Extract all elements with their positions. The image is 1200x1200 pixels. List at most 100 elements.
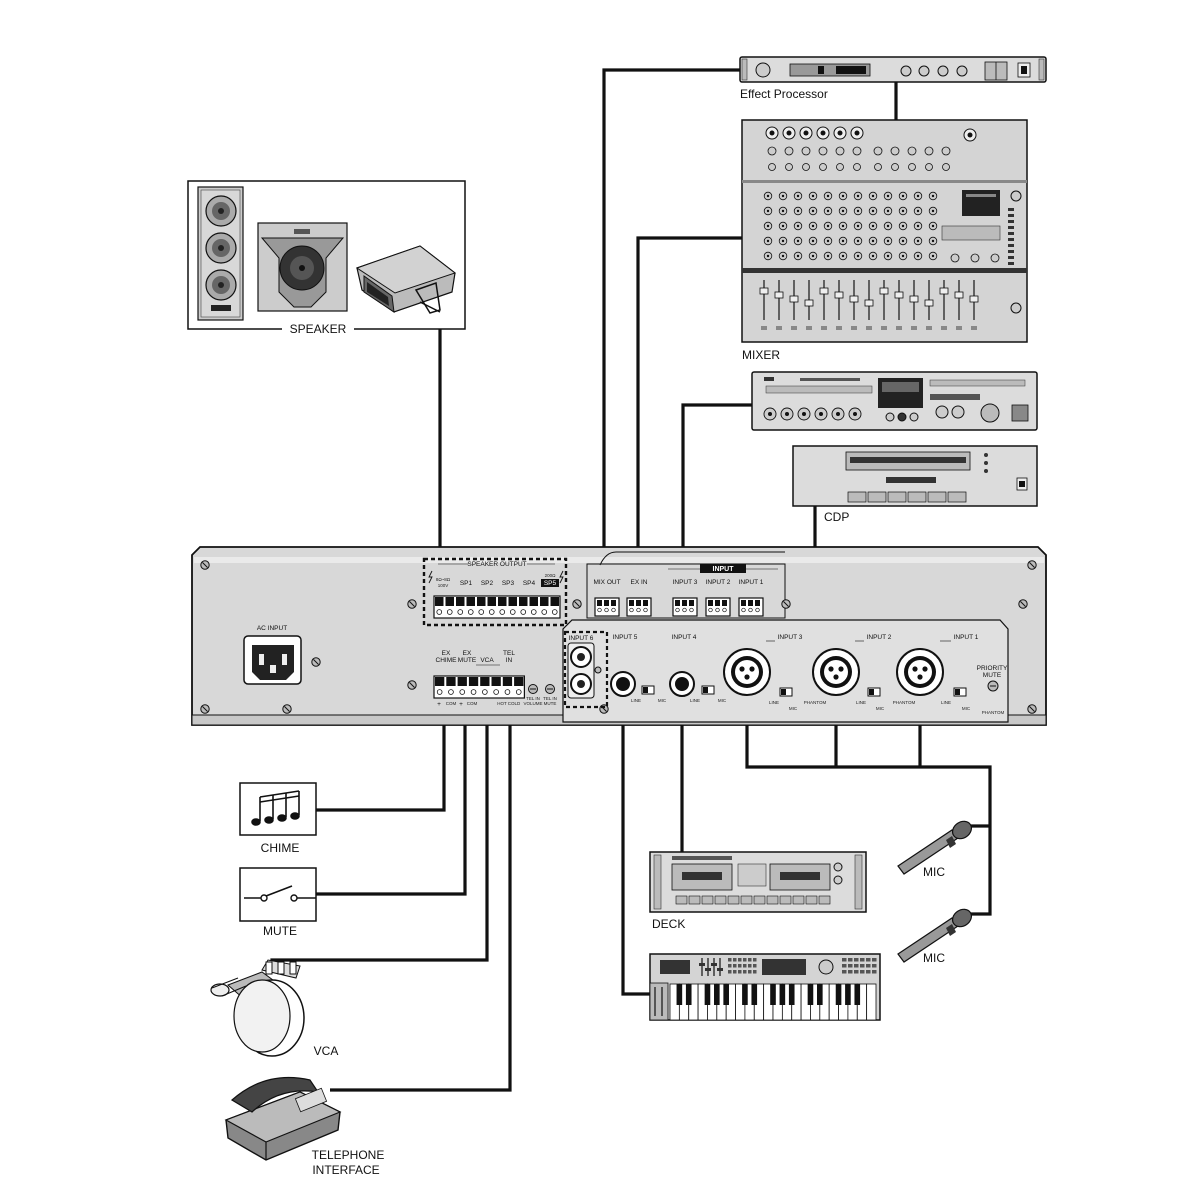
impedance-low-label: 8Ω~8Ω (436, 577, 451, 582)
wire-mixout-effect (602, 68, 740, 604)
mixer-xlr-core (786, 130, 792, 136)
line-block-screw (643, 607, 648, 613)
mic-label-in5: MIC (658, 698, 667, 703)
sp5-label: SP5 (544, 580, 557, 587)
speaker-terminal-screw (509, 609, 516, 615)
mixer-knob-dot (781, 239, 785, 243)
telephone-label-line1: TELEPHONE (312, 1148, 385, 1162)
mixer-jack (890, 146, 900, 156)
line-block-screw (682, 607, 687, 613)
speaker-group (187, 180, 466, 330)
mixer-fader-btn (881, 326, 887, 330)
deck-button (714, 895, 727, 905)
ex-chime-line2: CHIME (436, 657, 458, 664)
mixer-xlr-core (803, 130, 809, 136)
tel-in-mute-line2: MUTE (544, 701, 557, 706)
kb-button (748, 964, 752, 968)
line-block-cell (741, 600, 746, 606)
input-group-label: INPUT (713, 566, 735, 573)
cdp-button (867, 491, 887, 503)
line-block-screw (741, 607, 746, 613)
speaker-terminal-screw (541, 609, 548, 615)
mixer-fader-cap (864, 299, 874, 307)
slide-switch-knob (703, 687, 708, 693)
xlr-pin (922, 666, 928, 672)
mixer-knob-dot (871, 239, 875, 243)
mixer-knob-dot (871, 254, 875, 258)
effect-processor-label: Effect Processor (740, 87, 828, 101)
wire-exin-mixer (636, 236, 742, 604)
term-plus-2: + (459, 701, 463, 708)
mixer-knob-dot (826, 224, 830, 228)
mixer-knob-dot (841, 194, 845, 198)
line-block-cell (643, 600, 648, 606)
chime-label: CHIME (261, 841, 300, 855)
mixer-fader-btn (971, 326, 977, 330)
tel-in-line1: TEL (503, 650, 515, 657)
deck-button (818, 895, 831, 905)
keyboard (649, 953, 881, 1021)
mixer-fader-cap (924, 299, 934, 307)
screw-slot (1029, 562, 1035, 568)
mixer-xlr-core (967, 132, 973, 138)
mixer-fader-cap (879, 287, 889, 295)
screw-slot (313, 659, 319, 665)
speaker-label: SPEAKER (290, 322, 347, 336)
mixer-fader-cap (834, 291, 844, 299)
mixer-knob-dot (931, 239, 935, 243)
xlr-face (735, 660, 759, 684)
kb-black-key (807, 984, 814, 1005)
mixer-jack (907, 146, 917, 156)
kb-button (738, 958, 742, 962)
mixer-knob-dot (796, 224, 800, 228)
mixer-knob-dot (856, 239, 860, 243)
sp1-label: SP1 (460, 580, 473, 587)
speaker-output: SPEAKER OUTPUT 8Ω~8Ω 100V 200Ω SP1 SP2 S… (422, 557, 568, 627)
kb-button (743, 964, 747, 968)
line-block-screw (755, 607, 760, 613)
speaker-terminal-cell (540, 597, 549, 606)
phantom-label-in2: PHANTOM (893, 700, 916, 705)
kb-button (872, 964, 877, 968)
kb-button (748, 970, 752, 974)
xlr-pin (912, 666, 918, 672)
rear-input2-label: INPUT 2 (706, 579, 731, 586)
kb-button (842, 970, 847, 974)
mic-label-in3: MIC (789, 706, 798, 711)
input6-label: INPUT 6 (569, 635, 594, 642)
line-block-cell (722, 600, 727, 606)
mixer-fader-btn (941, 326, 947, 330)
tel-in-volume-line2: VOLUME (523, 701, 542, 706)
control-terminal-screw (515, 689, 522, 695)
speaker-terminal-screw (520, 609, 527, 615)
control-terminal-cell (468, 677, 479, 686)
deck-label: DECK (652, 917, 685, 931)
deck-button (779, 895, 792, 905)
tel-in-mute-line1: TEL IN (543, 696, 557, 701)
line-block-screw (636, 607, 641, 613)
control-terminal-screw (459, 689, 466, 695)
deck-button (805, 895, 818, 905)
control-terminal-cell (491, 677, 501, 686)
mixer-knob-dot (916, 224, 920, 228)
line-block-screw (722, 607, 727, 613)
mix-out-label: MIX OUT (593, 579, 620, 586)
deck-button (727, 895, 740, 905)
xlr-pin (917, 674, 923, 680)
screw-slot (783, 601, 789, 607)
mute-switch-unit (239, 867, 317, 922)
mic-upper-label: MIC (923, 865, 945, 879)
control-terminals: EX CHIME EX MUTE VCA TEL IN + COM + COM … (433, 650, 557, 708)
sp2-label: SP2 (481, 580, 494, 587)
term-com-2: COM (467, 701, 478, 706)
mixer-knob-dot (841, 209, 845, 213)
xlr-pin (739, 666, 745, 672)
screw-slot (409, 601, 415, 607)
phantom-label-in3: PHANTOM (804, 700, 827, 705)
mixer-meter-seg (1008, 250, 1014, 253)
kb-button (733, 958, 737, 962)
kb-black-key (854, 984, 861, 1005)
xlr-face (908, 660, 932, 684)
kb-button (854, 964, 859, 968)
speaker-output-title: SPEAKER OUTPUT (467, 561, 526, 568)
